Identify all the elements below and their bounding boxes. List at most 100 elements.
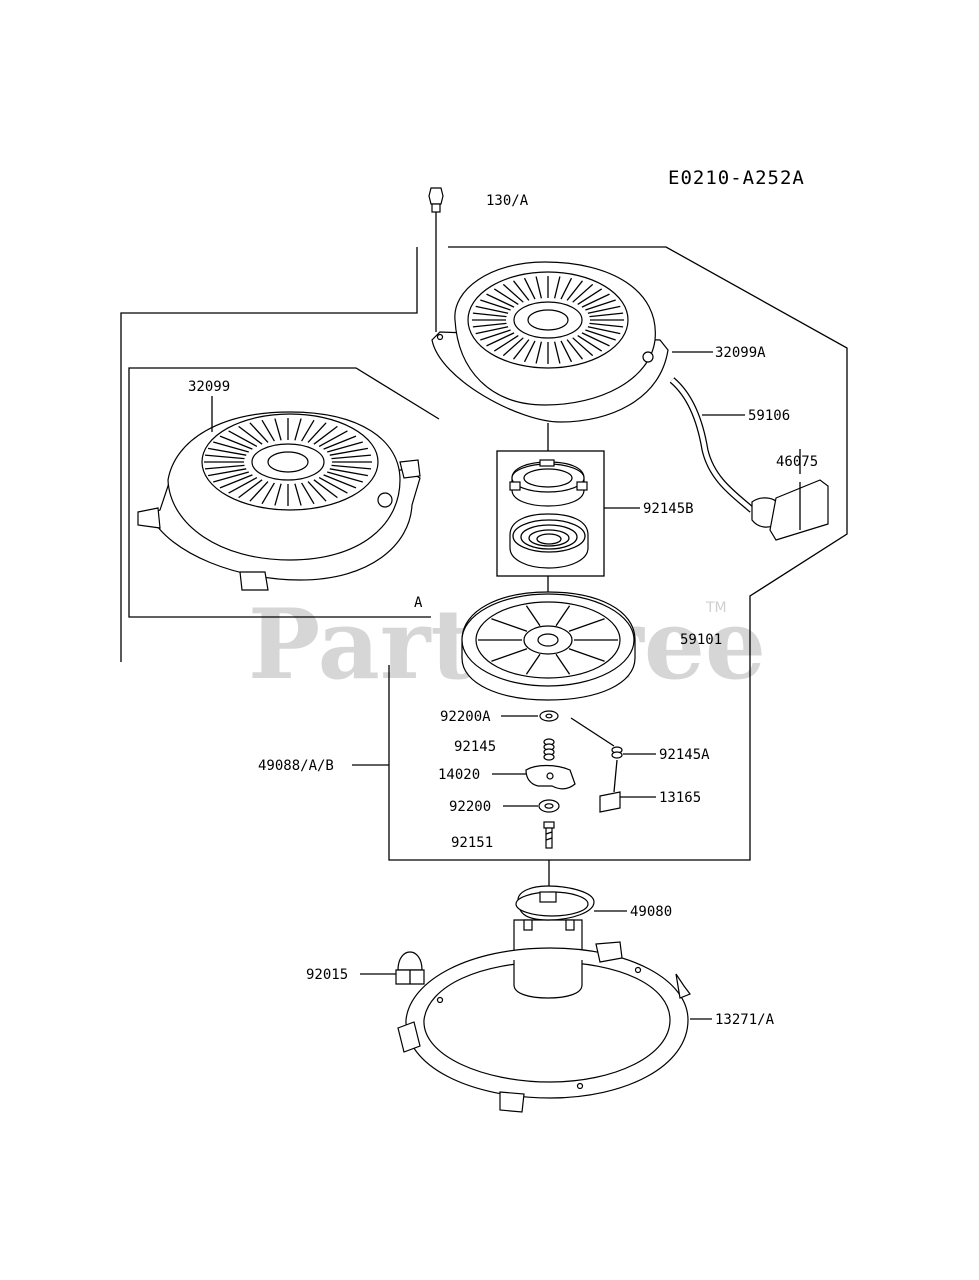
fin-line	[207, 447, 247, 456]
label-13165[interactable]: 13165	[659, 790, 701, 806]
fin-line	[323, 435, 357, 450]
fin-line	[553, 276, 561, 299]
fin-line	[331, 464, 372, 470]
fin-line	[581, 293, 610, 308]
fin-line	[589, 312, 624, 318]
fin-line	[493, 288, 519, 305]
fin-line	[274, 418, 282, 441]
fin-line	[307, 422, 327, 443]
fin-line	[249, 481, 269, 502]
label-92200a[interactable]: 92200A	[440, 709, 491, 725]
reel-59101[interactable]	[461, 591, 636, 701]
washer-92200[interactable]	[538, 799, 560, 813]
bolt-130a[interactable]	[428, 187, 444, 332]
fin-line	[329, 447, 369, 456]
label-46075[interactable]: 46075	[776, 454, 818, 470]
fin-line	[535, 341, 543, 364]
starter-handle-46075[interactable]	[751, 479, 829, 541]
fin-line	[475, 326, 509, 335]
fin-line	[261, 419, 275, 442]
cap-nut-92015[interactable]	[395, 951, 425, 985]
label-92145b[interactable]: 92145B	[643, 501, 694, 517]
fin-line	[238, 425, 263, 445]
screw-92151[interactable]	[543, 821, 555, 849]
label-13271a[interactable]: 13271/A	[715, 1012, 775, 1028]
washer-92200a[interactable]	[539, 710, 559, 722]
fin-line	[329, 468, 369, 477]
fin-line	[566, 339, 584, 360]
fin-line	[219, 435, 253, 450]
guide-13165[interactable]	[599, 759, 621, 813]
label-59101[interactable]: 59101	[680, 632, 722, 648]
label-14020[interactable]: 14020	[438, 767, 480, 783]
fin-line	[301, 482, 315, 505]
fin-line	[555, 605, 571, 627]
label-32099[interactable]: 32099	[188, 379, 230, 395]
diagram-code: E0210-A252A	[668, 167, 805, 189]
fin-line	[480, 299, 511, 311]
fin-line	[480, 329, 511, 341]
label-92145[interactable]: 92145	[454, 739, 496, 755]
fin-line	[486, 332, 515, 347]
fin-line	[502, 337, 524, 357]
fin-line	[249, 422, 269, 443]
fin-line	[294, 418, 302, 441]
fin-line	[585, 329, 616, 341]
fin-line	[585, 299, 616, 311]
fin-line	[204, 454, 245, 460]
fin-line	[331, 454, 372, 460]
fin-line	[274, 483, 282, 506]
fin-line	[238, 479, 263, 499]
fin-line	[587, 326, 621, 335]
fin-line	[572, 283, 594, 303]
fin-line	[261, 482, 275, 505]
fin-line	[207, 468, 247, 477]
fin-line	[219, 474, 253, 489]
label-59106[interactable]: 59106	[748, 408, 790, 424]
fin-line	[472, 322, 507, 328]
fin-line	[228, 477, 258, 494]
fin-line	[525, 653, 541, 675]
label-32099a[interactable]: 32099A	[715, 345, 766, 361]
label-130a[interactable]: 130/A	[486, 193, 529, 209]
fin-line	[301, 419, 315, 442]
fin-line	[491, 648, 528, 662]
section-marker-a: A	[414, 595, 423, 611]
fin-line	[318, 430, 348, 447]
frame-outer-right	[388, 246, 848, 861]
fin-line	[472, 312, 507, 318]
label-49080[interactable]: 49080	[630, 904, 672, 920]
fin-line	[213, 471, 249, 483]
recoil-cover-32099[interactable]	[137, 411, 421, 591]
fin-line	[568, 618, 605, 632]
frame-a-box	[128, 367, 440, 618]
fin-line	[294, 483, 302, 506]
fin-line	[323, 474, 357, 489]
starter-plate-13271a[interactable]	[397, 941, 691, 1113]
fin-line	[523, 277, 536, 300]
cover-fins	[204, 418, 372, 506]
fin-line	[313, 479, 338, 499]
fin-line	[555, 653, 571, 675]
fin-line	[581, 332, 610, 347]
fin-line	[553, 341, 561, 364]
pawl-14020[interactable]	[525, 764, 576, 790]
fin-line	[493, 335, 519, 352]
label-92200[interactable]: 92200	[449, 799, 491, 815]
fin-line	[502, 283, 524, 303]
fin-line	[228, 430, 258, 447]
fin-line	[512, 339, 530, 360]
label-92151[interactable]: 92151	[451, 835, 493, 851]
spring-92145a[interactable]	[570, 717, 623, 759]
starter-rope-59106[interactable]	[669, 377, 755, 513]
recoil-spring[interactable]	[509, 513, 589, 569]
label-49088[interactable]: 49088/A/B	[258, 758, 334, 774]
spring-92145[interactable]	[543, 738, 555, 761]
label-92015[interactable]: 92015	[306, 967, 348, 983]
fin-line	[560, 277, 573, 300]
spring-case-92145b[interactable]	[509, 459, 588, 507]
label-92145a[interactable]: 92145A	[659, 747, 710, 763]
fin-line	[577, 288, 603, 305]
recoil-cover-32099a[interactable]	[431, 261, 669, 423]
